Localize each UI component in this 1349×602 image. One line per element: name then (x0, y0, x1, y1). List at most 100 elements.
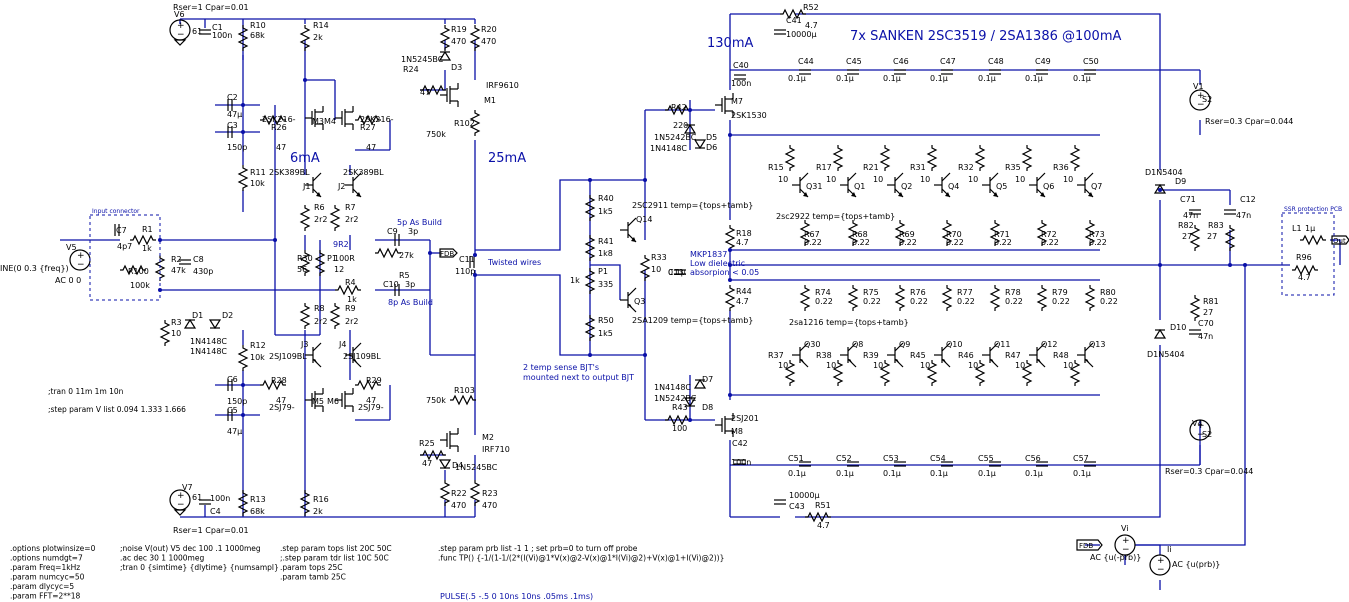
part-ref-R83: R83 (1208, 221, 1224, 230)
mosfet-M7 (715, 93, 734, 117)
part-val-D2: 1N4148C (190, 347, 227, 356)
part-ref-R48: R48 (1053, 351, 1069, 360)
part-ref-C11: C11 (459, 255, 475, 264)
part-ref-D8: D8 (702, 403, 713, 412)
part-ref-R50: R50 (598, 316, 614, 325)
part-val-R100: 100k (130, 281, 150, 290)
part-val-M7: 2SK1530 (731, 111, 767, 120)
v6-source: +− (169, 19, 191, 41)
cap-C50 (1084, 69, 1096, 75)
note-c10-build: 8p As Build (388, 298, 433, 307)
part-ref-C70: C70 (1198, 319, 1214, 328)
junction-dot (728, 133, 732, 137)
part-ref-Q11: Q11 (994, 340, 1010, 349)
junction-dot (728, 248, 732, 252)
part-ref-R1: R1 (142, 225, 153, 234)
junction-dot (728, 263, 732, 267)
fdb-flag-1-label: FDB (440, 250, 454, 258)
part-ref-R51: R51 (815, 501, 831, 510)
part-val-R17: 10 (826, 175, 836, 184)
part-ref-R3: R3 (171, 318, 182, 327)
part-ref-R27: R27 (360, 123, 376, 132)
part-val-J1: 2SK389BL (269, 168, 310, 177)
part-val-C41: 10000µ (786, 30, 817, 39)
junction-dot (728, 278, 732, 282)
res-R22 (439, 480, 451, 506)
part-ref-R14: R14 (313, 21, 329, 30)
junction-dot (473, 273, 477, 277)
part-ref-M1: M1 (484, 96, 496, 105)
part-val-C48: 0.1µ (978, 74, 996, 83)
part-val-C52: 0.1µ (836, 469, 854, 478)
part-ref-R77: R77 (957, 288, 973, 297)
bjt-Q2 (887, 172, 904, 198)
ssr-box (1281, 212, 1335, 296)
res-R72 (1036, 220, 1048, 246)
part-ref-R6: R6 (314, 203, 325, 212)
part-val-D1: 1N4148C (190, 337, 227, 346)
part-val-R78: 0.22 (1005, 297, 1023, 306)
part-val-R31: 10 (920, 175, 930, 184)
part-ref-V4: V4 (1192, 419, 1203, 428)
part-val-R76: 0.22 (910, 297, 928, 306)
part-val-D3: 1N5245BC (401, 55, 444, 64)
junction-dot (241, 413, 245, 417)
part-val-C51: 0.1µ (788, 469, 806, 478)
spice-directive-line: ;tran 0 {simtime} {dlytime} {numsampl} (120, 563, 279, 572)
part-val-R7: 2r2 (345, 215, 358, 224)
part-ref-Q3: Q3 (634, 297, 645, 306)
part-ref-R4: R4 (345, 278, 356, 287)
part-ref-R26: R26 (271, 123, 287, 132)
part-ref-R9: R9 (345, 304, 356, 313)
part-val-12: 12 (334, 265, 344, 274)
bjt-Q7 (1077, 172, 1094, 198)
part-ref-C1: C1 (212, 23, 223, 32)
res-R75 (847, 285, 859, 311)
spice-directive-line: .param tops 25C (280, 563, 342, 572)
svg-text:+: + (177, 21, 185, 31)
v4-source: +− (1189, 419, 1211, 441)
part-ref-C4: C4 (210, 507, 221, 516)
part-ref-C47: C47 (940, 57, 956, 66)
part-val-R68: 0.22 (852, 238, 870, 247)
part-ref-M3: M3 (312, 117, 324, 126)
part-ref-R72: R72 (1041, 230, 1057, 239)
res-R28 (260, 379, 286, 391)
part-ref-M6: M6 (327, 397, 339, 406)
part-ref-R17: R17 (816, 163, 832, 172)
note-twisted-wires: Twisted wires (487, 258, 541, 267)
rser-v4: Rser=0.3 Cpar=0.044 (1165, 467, 1253, 476)
part-ref-C50: C50 (1083, 57, 1099, 66)
part-ref-C44: C44 (798, 57, 814, 66)
part-val-C40: 100n (731, 79, 751, 88)
svg-text:−: − (177, 500, 185, 510)
note-9r2: 9R2 (333, 240, 349, 249)
mosfet-M8 (715, 413, 734, 437)
bjt-Q6 (1029, 172, 1046, 198)
part-ref-C8: C8 (193, 255, 204, 264)
part-val-R4: 1k (347, 295, 357, 304)
part-ref-R45: R45 (910, 351, 926, 360)
part-ref-J2: J2 (337, 182, 345, 191)
note-absorption: absorpion < 0.05 (690, 268, 759, 277)
cap-C52 (847, 461, 859, 467)
part-ref-M2: M2 (482, 433, 494, 442)
part-ref-Q5: Q5 (996, 182, 1007, 191)
diode-D7 (693, 378, 707, 389)
diode-D2 (208, 319, 222, 330)
cap-C46 (894, 69, 906, 75)
v5-sine: INE(0 0.3 {freq}) (0, 264, 69, 273)
part-val-R16: 2k (313, 507, 323, 516)
jfet-J3 (305, 342, 322, 368)
res-R80 (1084, 285, 1096, 311)
part-ref-R82: R82 (1178, 221, 1194, 230)
cap-C45 (847, 69, 859, 75)
part-ref-C2: C2 (227, 93, 238, 102)
part-val-R8: 2r2 (314, 317, 327, 326)
cap-C55 (989, 461, 1001, 467)
part-ref-Q4: Q4 (948, 182, 959, 191)
junction-dot (473, 253, 477, 257)
junction-dot (1243, 263, 1247, 267)
res-R30 (299, 250, 311, 276)
current-6ma: 6mA (290, 151, 320, 166)
